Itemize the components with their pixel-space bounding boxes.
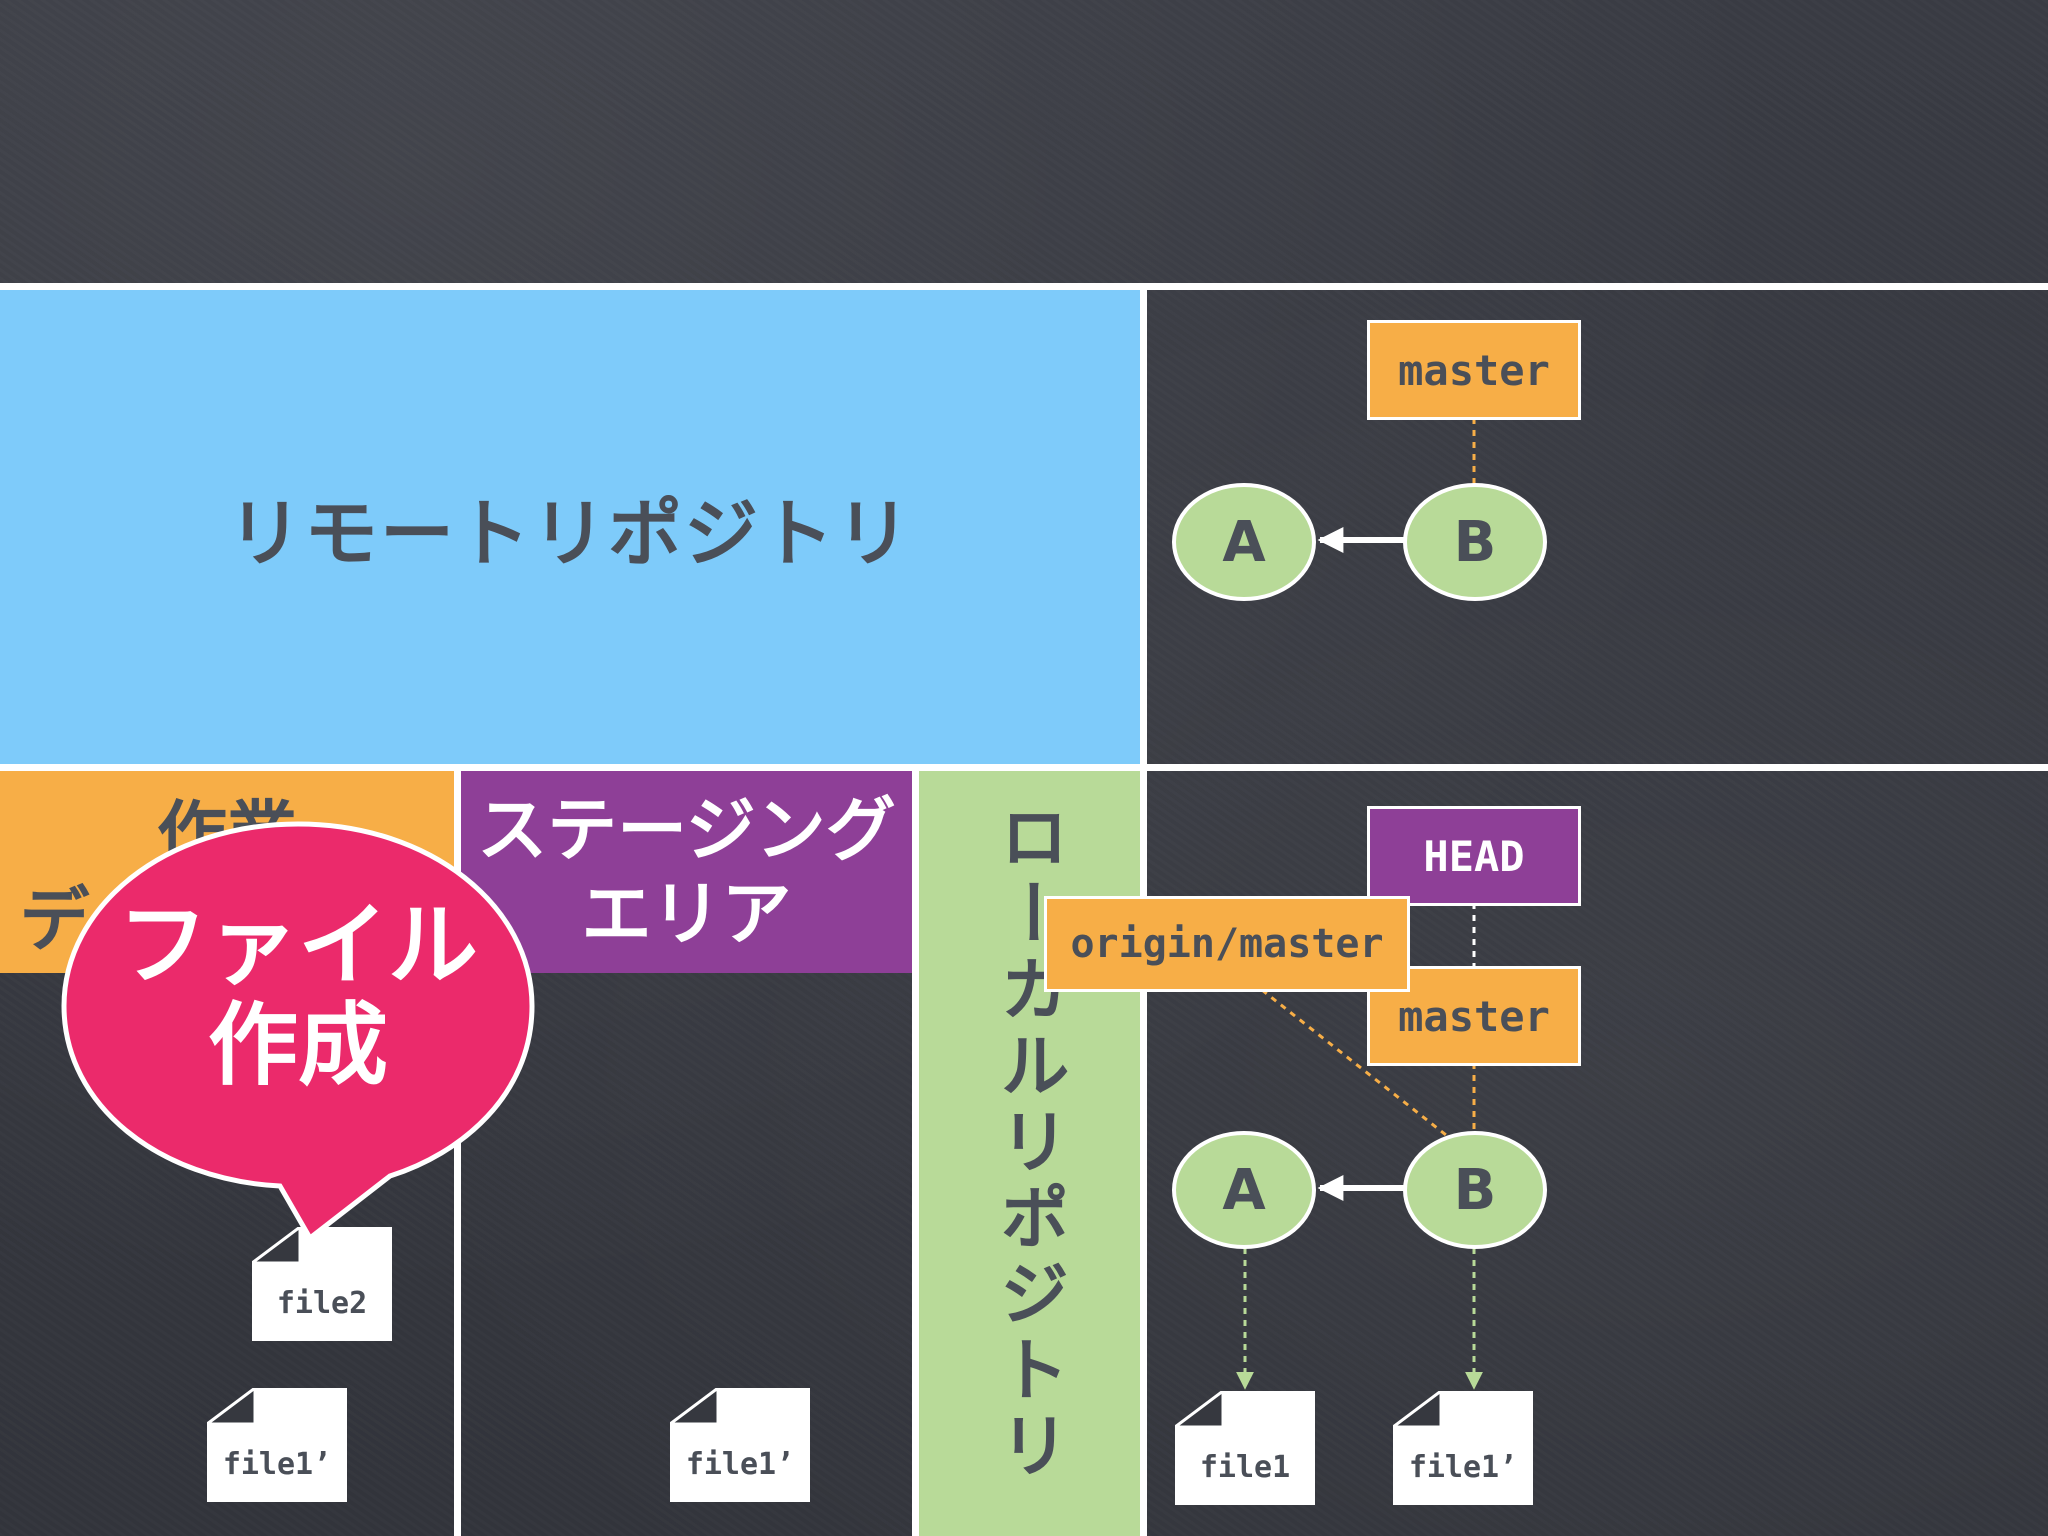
remote-repository-title: リモートリポジトリ <box>228 490 912 577</box>
local-commit-a: A <box>1172 1131 1316 1249</box>
remote-master-label: master <box>1367 320 1581 420</box>
file-create-callout: ファイル 作成 <box>60 816 536 1236</box>
staging-area-title-line2: エリア <box>581 873 792 955</box>
file-name: file1’ <box>685 1447 795 1482</box>
local-commit-a-label: A <box>1222 1157 1266 1223</box>
callout-line2: 作成 <box>208 993 388 1098</box>
file-name: file1 <box>1199 1450 1291 1485</box>
file-name: file1’ <box>222 1447 332 1482</box>
remote-commit-a: A <box>1172 483 1316 601</box>
divider-remote-right <box>1140 290 1147 764</box>
remote-commit-b: B <box>1403 483 1547 601</box>
origin-master-label: origin/master <box>1044 896 1410 992</box>
staging-area-title-line1: ステージング <box>477 789 896 871</box>
remote-repository-panel: リモートリポジトリ <box>0 290 1140 764</box>
file-icon-staging-file1-modified: file1’ <box>670 1388 810 1502</box>
staging-area-panel: ステージング エリア <box>461 771 912 973</box>
file-icon-work-file2: file2 <box>252 1227 392 1341</box>
divider-local-graph <box>1140 771 1147 1536</box>
local-repository-panel: ローカルリポジトリ <box>919 771 1140 1536</box>
remote-master-text: master <box>1398 345 1550 395</box>
divider-top <box>0 283 2048 290</box>
head-label-text: HEAD <box>1423 831 1525 881</box>
file-name: file2 <box>276 1286 368 1321</box>
divider-work-staging <box>454 771 461 1536</box>
file-icon-local-file1-modified: file1’ <box>1393 1391 1533 1505</box>
local-commit-b: B <box>1403 1131 1547 1249</box>
file-name: file1’ <box>1408 1450 1518 1485</box>
local-commit-b-label: B <box>1453 1157 1497 1223</box>
divider-middle <box>0 764 2048 771</box>
callout-line1: ファイル <box>118 893 478 998</box>
head-label: HEAD <box>1367 806 1581 906</box>
remote-commit-a-label: A <box>1222 509 1266 575</box>
local-master-text: master <box>1398 991 1550 1041</box>
file-icon-local-file1: file1 <box>1175 1391 1315 1505</box>
remote-commit-b-label: B <box>1453 509 1497 575</box>
origin-master-text: origin/master <box>1070 921 1384 967</box>
divider-staging-local <box>912 771 919 1536</box>
file-icon-work-file1-modified: file1’ <box>207 1388 347 1502</box>
